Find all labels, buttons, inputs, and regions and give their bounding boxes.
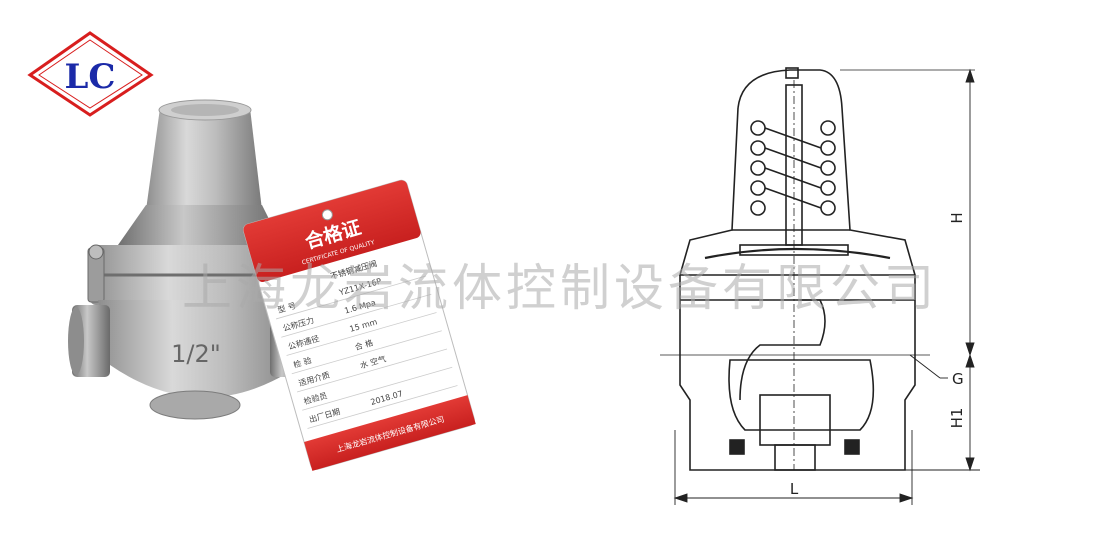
dim-label-l: L [790, 480, 799, 498]
logo-text: LC [65, 57, 116, 97]
valve-size-mark: 1/2" [171, 340, 221, 368]
valve-cross-section-drawing [660, 67, 980, 505]
dimension-labels: H H1 G L [790, 212, 966, 498]
dim-label-h1: H1 [948, 408, 966, 429]
company-logo: LC [27, 31, 154, 117]
dimension-lines [673, 68, 980, 505]
tag-row-label: 检 验 [292, 355, 313, 370]
tag-row-divider [307, 385, 458, 429]
tag-row-divider [291, 330, 442, 375]
tag-row-value: 合 格 [354, 337, 375, 352]
tag-row-divider [275, 275, 427, 320]
spring [750, 120, 836, 216]
dim-label-h: H [948, 212, 966, 223]
tag-row-divider [296, 348, 448, 393]
tag-row-divider [281, 293, 432, 338]
dim-label-g: G [952, 370, 964, 388]
certificate-tag: 合格证 CERTIFICATE OF QUALITY 不锈钢减压阀 型 号YZ1… [242, 179, 476, 471]
tag-row-divider [302, 366, 453, 411]
tag-row-divider [286, 312, 437, 356]
